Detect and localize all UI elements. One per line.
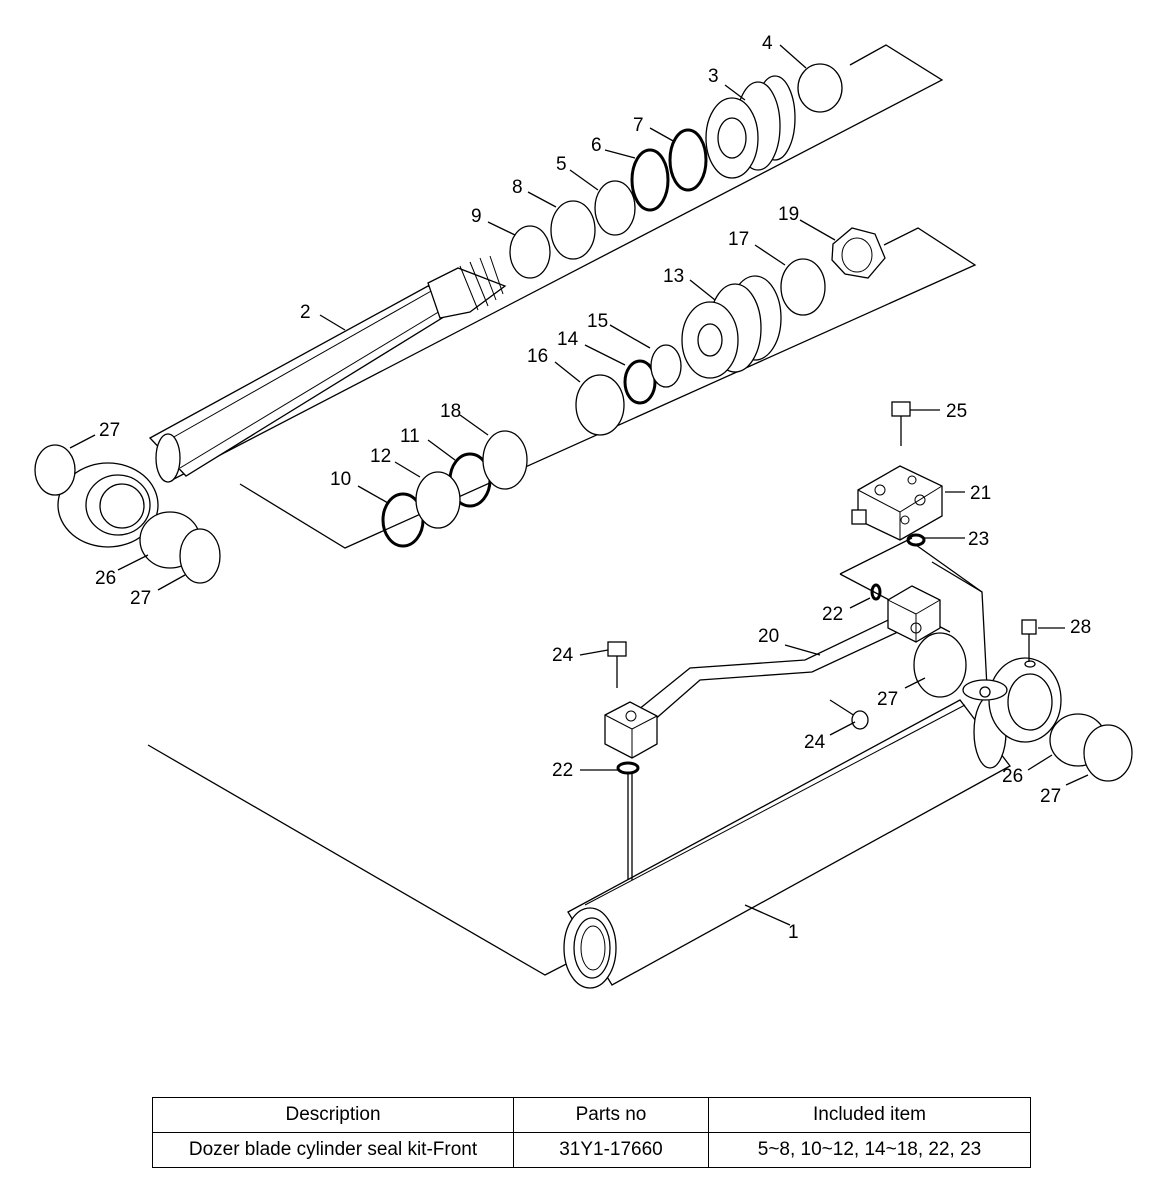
seal-9	[509, 225, 551, 279]
callout-numbers: 1 2 3 4 5 6 7 8 9 10 11 12 13 14 15 16 1…	[95, 33, 1091, 943]
bushing	[797, 63, 843, 113]
seal-8	[550, 200, 596, 260]
seal-16	[575, 374, 625, 436]
callout-19: 19	[778, 204, 799, 225]
seal-7-ring	[668, 128, 708, 192]
callout-18: 18	[440, 401, 461, 422]
callout-25: 25	[946, 401, 967, 422]
table-header-row: Description Parts no Included item	[152, 1097, 1031, 1133]
header-parts-no: Parts no	[513, 1097, 709, 1133]
callout-14: 14	[557, 329, 579, 350]
seal-27-c	[913, 632, 967, 698]
callout-6: 6	[591, 135, 602, 156]
callout-22a: 22	[822, 604, 843, 625]
rod-cover	[705, 75, 796, 179]
cell-included-item: 5~8, 10~12, 14~18, 22, 23	[708, 1132, 1031, 1168]
bolt-24-lower	[829, 699, 869, 730]
exploded-parts-diagram: 1 2 3 4 5 6 7 8 9 10 11 12 13 14 15 16 1…	[34, 33, 1133, 989]
callout-27c: 27	[877, 689, 898, 710]
cylinder-tube	[563, 657, 1062, 989]
leader-lines	[69, 44, 1089, 926]
seal-27-d	[1083, 724, 1133, 782]
callout-27b: 27	[130, 588, 151, 609]
hydraulic-block	[851, 465, 943, 541]
piston-rod	[57, 255, 507, 548]
callout-1: 1	[788, 922, 799, 943]
bolt-25	[891, 401, 911, 446]
callout-22b: 22	[552, 760, 573, 781]
callout-24a: 24	[552, 645, 574, 666]
seal-6-ring	[630, 148, 670, 212]
callout-2: 2	[300, 302, 311, 323]
callout-27a: 27	[99, 420, 120, 441]
callout-26a: 26	[95, 568, 116, 589]
callout-17: 17	[728, 229, 749, 250]
hydraulic-pipe	[604, 585, 941, 759]
callout-3: 3	[708, 66, 719, 87]
oring-22-lower	[616, 761, 640, 775]
callout-13: 13	[663, 266, 684, 287]
callout-11: 11	[400, 426, 420, 447]
callout-8: 8	[512, 177, 523, 198]
callout-21: 21	[970, 483, 991, 504]
seal-27-b	[179, 528, 221, 584]
lock-nut	[831, 227, 886, 279]
seal-5	[594, 180, 636, 236]
oring-23	[906, 533, 926, 547]
cell-parts-no: 31Y1-17660	[513, 1132, 709, 1168]
callout-28: 28	[1070, 617, 1091, 638]
callout-16: 16	[527, 346, 548, 367]
seal-kit-table: Description Parts no Included item Dozer…	[152, 1097, 1031, 1168]
callout-20: 20	[758, 626, 779, 647]
oring-22-upper	[870, 583, 882, 601]
seal-17	[780, 258, 826, 316]
callout-4: 4	[762, 33, 773, 54]
callout-9: 9	[471, 206, 482, 227]
seal-14-ring	[623, 359, 657, 405]
bolt-24-upper	[607, 641, 627, 688]
callout-10: 10	[330, 469, 351, 490]
callout-23: 23	[968, 529, 989, 550]
table-row: Dozer blade cylinder seal kit-Front 31Y1…	[152, 1132, 1031, 1168]
grease-nipple	[1021, 619, 1037, 662]
seal-18	[482, 430, 528, 490]
seal-15	[650, 344, 682, 388]
callout-15: 15	[587, 311, 608, 332]
callout-7: 7	[633, 115, 644, 136]
connection-lines	[627, 544, 983, 880]
callout-26b: 26	[1002, 766, 1023, 787]
cell-description: Dozer blade cylinder seal kit-Front	[152, 1132, 514, 1168]
callout-24b: 24	[804, 732, 826, 753]
header-description: Description	[152, 1097, 514, 1133]
header-included-item: Included item	[708, 1097, 1031, 1133]
piston	[681, 275, 782, 379]
callout-27d: 27	[1040, 786, 1061, 807]
callout-5: 5	[556, 154, 567, 175]
seal-12	[415, 471, 461, 529]
callout-12: 12	[370, 446, 391, 467]
seal-27-a	[34, 444, 76, 496]
